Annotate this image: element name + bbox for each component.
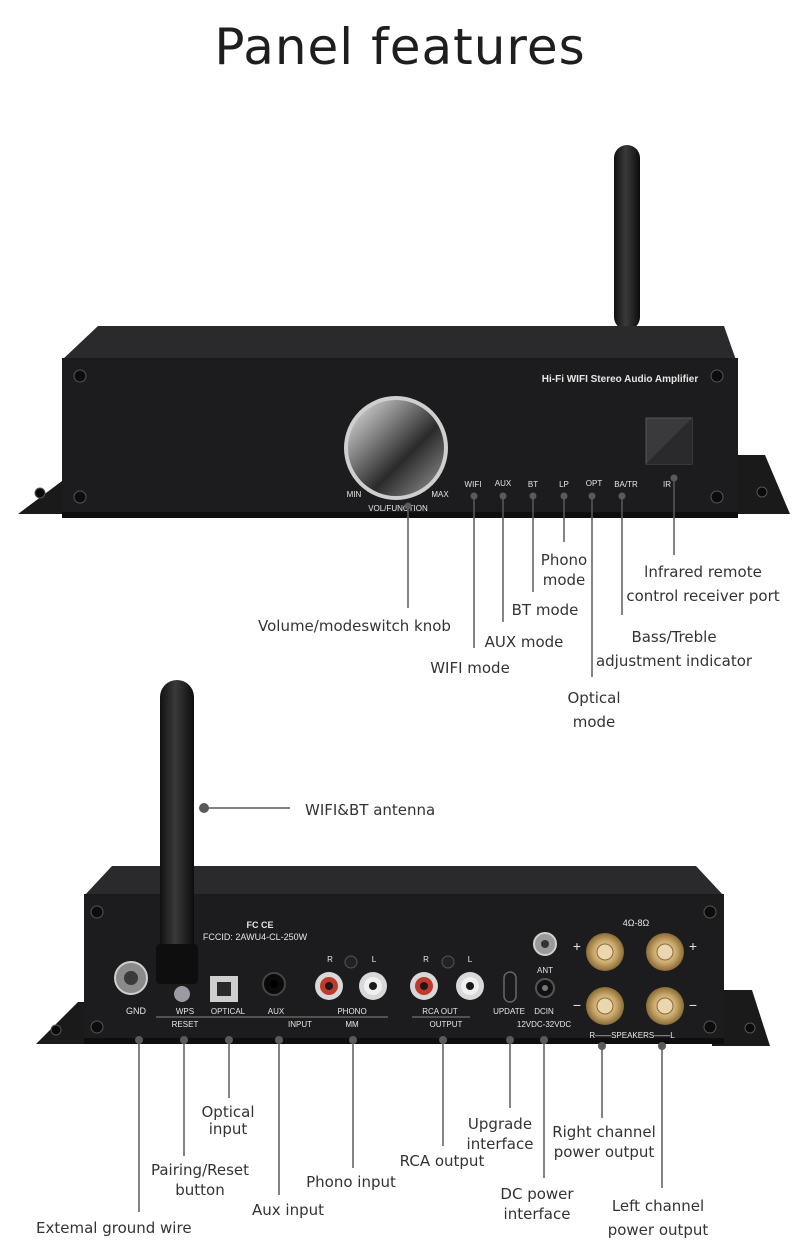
plus-right-label: + (689, 938, 697, 954)
phono-label: PHONO (337, 1007, 366, 1016)
voltage-label: 12VDC-32VDC (517, 1020, 571, 1029)
callout-wifi-mode: WIFI mode (430, 659, 510, 677)
indicator-aux: AUX (495, 479, 512, 488)
rear-device: FC CE FCCID: 2AWU4-CL-250W GND WPS RESET… (36, 680, 770, 1046)
brand-text: Hi-Fi WIFI Stereo Audio Amplifier (542, 374, 699, 385)
callout-right-channel: Right channel power output (552, 1123, 656, 1161)
fc-mark: FC CE (247, 920, 274, 930)
wps-label: WPS (176, 1007, 194, 1016)
callout-optical-input: Optical input (201, 1103, 255, 1138)
optical-label: OPTICAL (211, 1007, 246, 1016)
update-label: UPDATE (493, 1007, 525, 1016)
indicator-ir: IR (663, 480, 671, 489)
phono-l-label: L (372, 955, 377, 964)
indicator-lp: LP (559, 480, 569, 489)
update-port[interactable] (503, 971, 517, 1003)
indicator-bt: BT (528, 480, 538, 489)
callout-antenna: WIFI&BT antenna (305, 801, 436, 819)
indicator-wifi: WIFI (465, 480, 482, 489)
wps-button[interactable] (174, 986, 190, 1002)
reset-label: RESET (172, 1020, 199, 1029)
minus-right-label: − (689, 997, 697, 1013)
front-antenna (614, 145, 640, 330)
indicator-batr: BA/TR (614, 480, 638, 489)
rca-l-label: L (468, 955, 473, 964)
callout-pairing: Pairing/Reset button (150, 1161, 250, 1199)
callout-aux-input: Aux input (252, 1201, 324, 1219)
knob-min-label: MIN (347, 490, 362, 499)
knob-max-label: MAX (431, 490, 449, 499)
input-label: INPUT (288, 1020, 312, 1029)
minus-left-label: − (573, 997, 581, 1013)
knob-function-label: VOL/FUNCTION (368, 504, 428, 513)
front-device: Hi-Fi WIFI Stereo Audio Amplifier MIN MA… (18, 145, 790, 518)
output-label: OUTPUT (430, 1020, 463, 1029)
callout-ground: Extemal ground wire (36, 1219, 192, 1237)
callout-rca-output: RCA output (399, 1152, 485, 1170)
front-leader-lines (404, 474, 678, 677)
callout-dc-power: DC power interface (500, 1185, 574, 1223)
rear-leader-lines (135, 803, 666, 1212)
page-title: Panel features (214, 18, 586, 76)
callout-bt-mode: BT mode (511, 601, 579, 619)
ant-label: ANT (537, 966, 553, 975)
gnd-label: GND (126, 1006, 147, 1016)
aux-label: AUX (268, 1007, 285, 1016)
plus-left-label: + (573, 938, 581, 954)
impedance-label: 4Ω-8Ω (623, 918, 650, 928)
mm-label: MM (345, 1020, 359, 1029)
callout-infrared: lnfrared remote control receiver port (626, 563, 780, 605)
speakers-label: R——SPEAKERS——L (589, 1031, 675, 1040)
callout-upgrade: Upgrade interface (466, 1115, 534, 1153)
phono-r-label: R (327, 955, 333, 964)
dcin-label: DCIN (534, 1007, 554, 1016)
callout-optical-mode: Optical mode (567, 689, 621, 731)
callout-volume-knob: Volume/modeswitch knob (258, 617, 451, 635)
rca-r-label: R (423, 955, 429, 964)
callout-left-channel: Left channel power output (607, 1197, 709, 1239)
rca-out-label: RCA OUT (422, 1007, 458, 1016)
fccid-text: FCCID: 2AWU4-CL-250W (203, 932, 308, 942)
rear-antenna (160, 680, 194, 980)
indicator-opt: OPT (586, 479, 603, 488)
callout-bass-treble: Bass/Treble adjustment indicator (595, 628, 753, 670)
callout-phono-input: Phono input (306, 1173, 396, 1191)
callout-aux-mode: AUX mode (484, 633, 564, 651)
callout-phono-mode: Phono mode (540, 551, 588, 589)
